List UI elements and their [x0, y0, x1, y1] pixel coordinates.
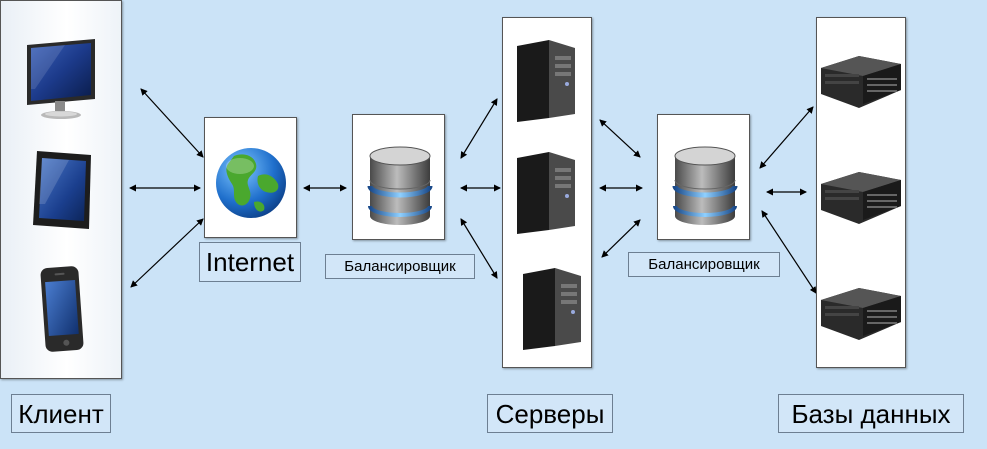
rack-server-icon — [821, 56, 901, 108]
rack-server-icon — [821, 288, 901, 340]
internet-label: Internet — [199, 242, 301, 282]
balancer-1-panel — [352, 114, 445, 240]
rack-server-icon — [821, 172, 901, 224]
arrow-balancer1-server-top — [460, 98, 498, 159]
server-tower-icon — [517, 40, 575, 122]
client-panel — [0, 0, 122, 379]
balancer-2-panel — [657, 114, 750, 240]
server-tower-icon — [517, 152, 575, 234]
arrow-server-bottom-balancer2 — [601, 219, 641, 258]
balancer-2-label: Балансировщик — [628, 252, 780, 277]
monitor-icon — [27, 39, 95, 119]
servers-panel — [502, 17, 592, 368]
balancer-1-label: Балансировщик — [325, 254, 475, 279]
servers-label: Серверы — [487, 394, 613, 433]
tablet-icon — [33, 151, 91, 229]
client-label: Клиент — [11, 394, 111, 433]
arrow-client-internet-bottom — [130, 218, 204, 288]
arrow-balancer2-db-top — [759, 106, 814, 169]
internet-panel — [204, 117, 297, 238]
globe-icon — [216, 148, 286, 218]
database-cylinder-icon — [367, 146, 433, 225]
arrow-client-internet-top — [140, 88, 204, 158]
server-tower-icon — [523, 268, 581, 350]
smartphone-icon — [40, 266, 84, 352]
arrow-balancer1-server-bottom — [460, 218, 498, 279]
arrow-balancer2-db-bottom — [761, 210, 817, 294]
databases-label: Базы данных — [778, 394, 964, 433]
databases-panel — [816, 17, 906, 368]
database-cylinder-icon — [672, 146, 738, 225]
arrow-server-top-balancer2 — [599, 119, 641, 158]
